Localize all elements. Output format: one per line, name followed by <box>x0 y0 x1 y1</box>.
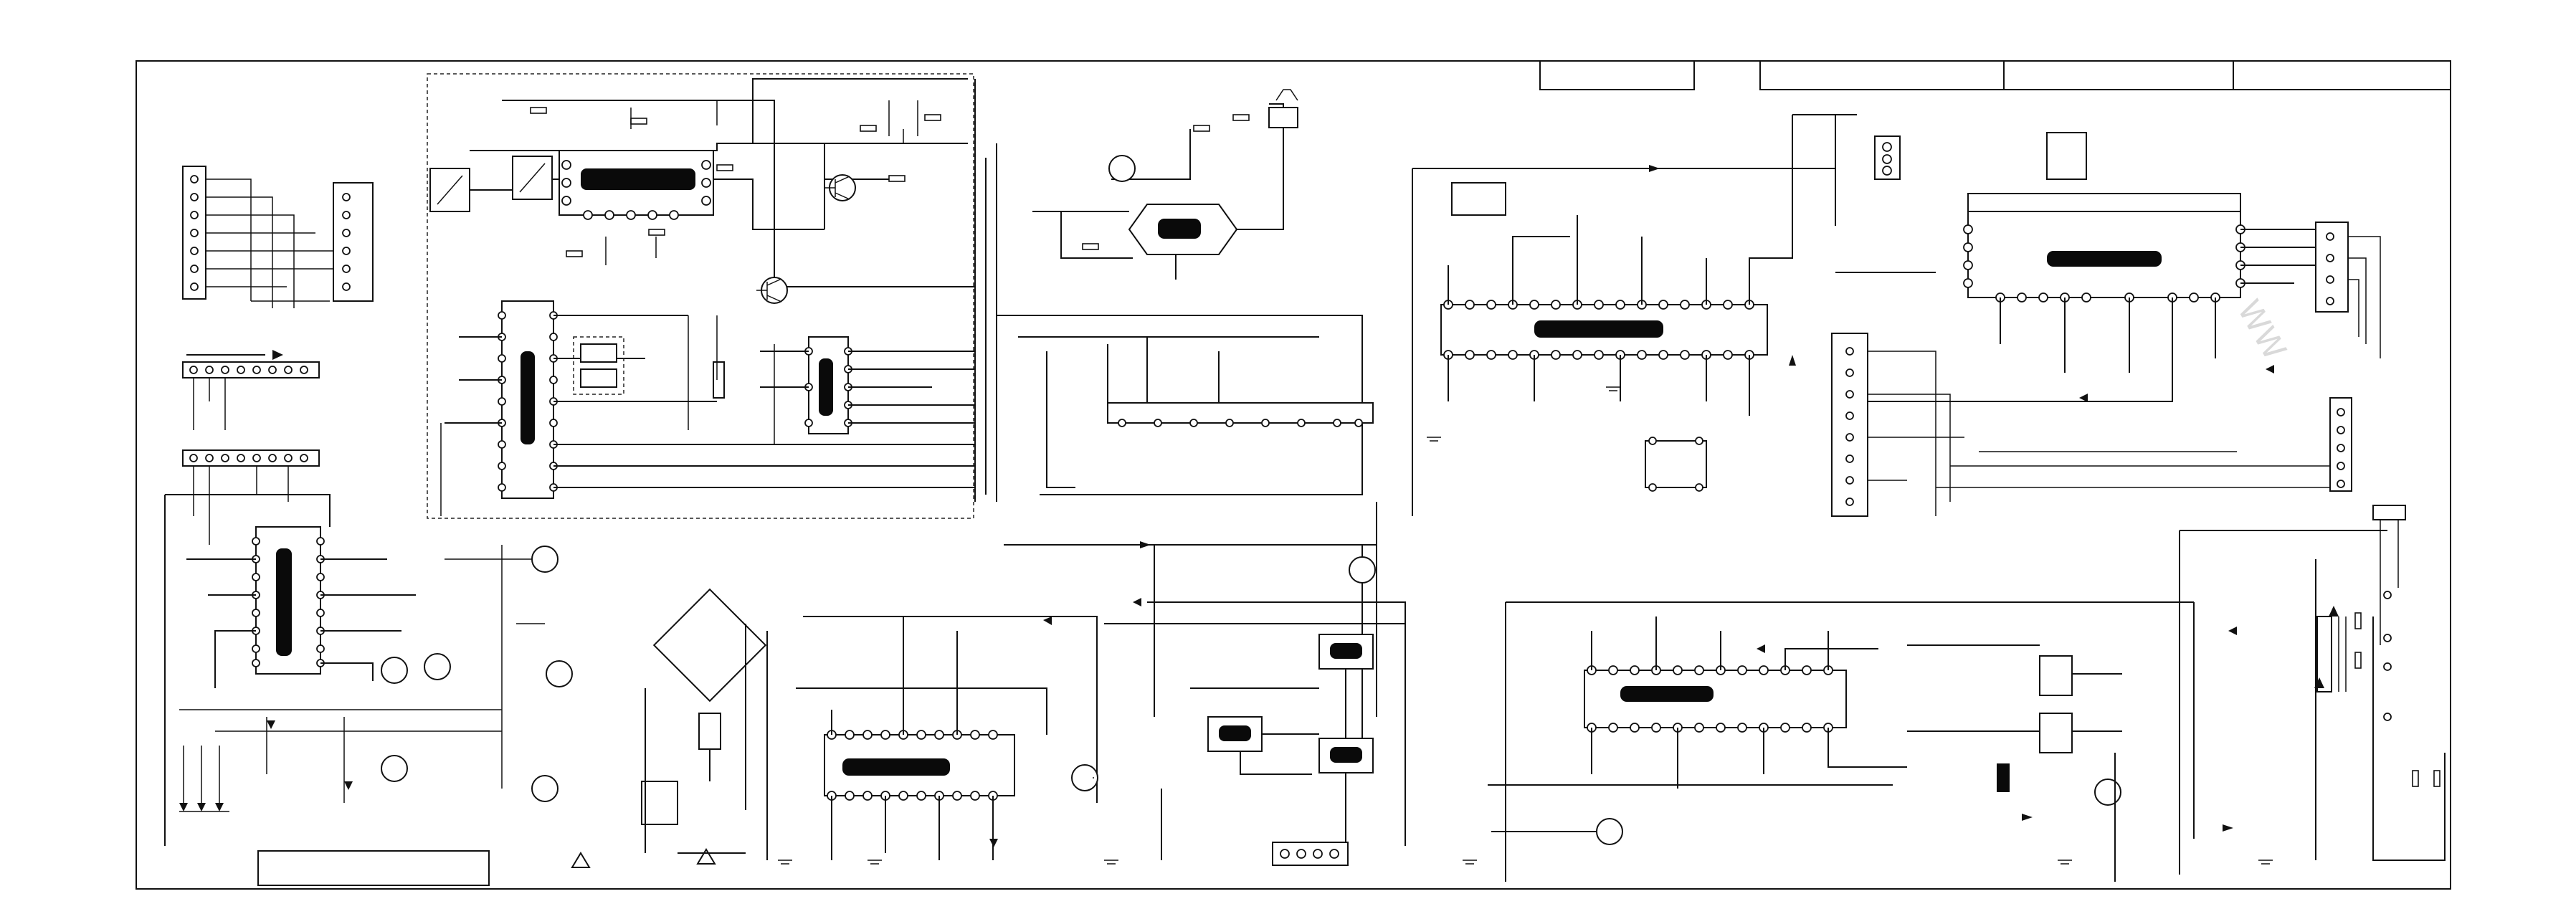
warning-triangle-2 <box>696 848 716 865</box>
chroma-ic-body <box>819 358 833 416</box>
connector-section <box>182 166 374 545</box>
transistor-q6 <box>531 775 559 802</box>
small-ic-block <box>1645 440 1707 488</box>
driver-ic-1 <box>1330 643 1362 659</box>
top-right-connector <box>2372 505 2406 520</box>
output-transistor-2 <box>2094 779 2121 806</box>
transistor-q3 <box>424 653 451 680</box>
header-strip-2 <box>182 449 320 467</box>
relay <box>641 781 678 825</box>
driver-ic-3 <box>1330 747 1362 763</box>
relay-1 <box>2039 655 2073 696</box>
transistor-q1 <box>531 546 559 573</box>
transistor-q5 <box>381 755 408 782</box>
jumper-strip <box>1107 402 1374 424</box>
power-transformer <box>698 713 721 750</box>
relay-2 <box>2039 713 2073 753</box>
horizontal-drive-section <box>1093 556 1406 866</box>
speaker-icon <box>1275 89 1298 101</box>
speaker-connector <box>1268 107 1298 128</box>
video-output-ic-body <box>2047 251 2162 267</box>
flyback-coil <box>2316 616 2332 692</box>
notes-box <box>257 850 490 886</box>
h-output-ic-body <box>1620 686 1714 702</box>
video-ic-body <box>521 351 535 444</box>
regulator-transistor <box>1071 764 1098 791</box>
sheet-border <box>136 60 2451 890</box>
watermark: WW <box>2230 294 2293 366</box>
output-transistor-1 <box>1596 818 1623 845</box>
ground-symbols <box>778 386 2273 865</box>
crystal-1 <box>713 361 725 399</box>
flyback-section <box>2179 530 2446 875</box>
transistor-q2 <box>381 657 408 684</box>
signal-processor-section <box>164 494 591 868</box>
driver-transistor <box>1349 556 1376 584</box>
audio-transistor <box>1108 155 1136 182</box>
left-connector-2 <box>333 182 374 302</box>
title-block <box>1539 60 2451 90</box>
power-ic-body <box>842 758 950 776</box>
scan-processor-section <box>1412 114 1936 516</box>
power-supply-section <box>641 588 1098 865</box>
warning-triangle-1 <box>571 852 591 868</box>
coil-block <box>1451 182 1506 216</box>
connector-section-right <box>1831 333 2406 645</box>
transistor-q4 <box>546 660 573 687</box>
audio-amplifier-section <box>1032 89 1298 280</box>
bus-section <box>974 79 1377 767</box>
thermistor <box>1997 763 2010 792</box>
shield-outline <box>427 73 974 519</box>
bridge-rectifier <box>652 588 767 703</box>
delay-line <box>2046 132 2087 180</box>
tuner-if-section <box>427 73 975 519</box>
horizontal-output-section <box>1488 601 2194 882</box>
driver-ic-2 <box>1219 725 1251 741</box>
main-ic-body <box>276 548 292 656</box>
header-strip-1 <box>182 361 320 379</box>
video-output-section <box>1864 132 2381 402</box>
scan-ic-body <box>1534 320 1663 338</box>
if-ic-body <box>581 168 695 190</box>
center-connector <box>1831 333 1868 517</box>
